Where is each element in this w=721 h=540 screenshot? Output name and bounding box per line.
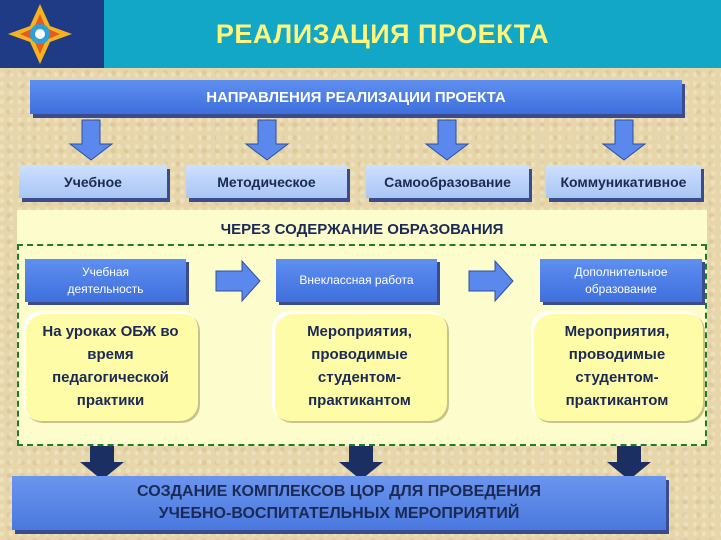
- direction-educational: Учебное: [19, 165, 167, 198]
- down-arrow-icon: [244, 119, 290, 161]
- detail-line: Мероприятия,: [564, 323, 670, 340]
- detail-line: На уроках ОБЖ во: [42, 323, 179, 340]
- content-title: ЧЕРЕЗ СОДЕРЖАНИЕ ОБРАЗОВАНИЯ: [220, 220, 504, 238]
- detail-line: практикантом: [565, 392, 669, 409]
- label-line: Внеклассная работа: [299, 273, 414, 287]
- detail-line: студентом-: [317, 369, 402, 386]
- direction-communicative: Коммуникативное: [546, 165, 701, 198]
- result-box: СОЗДАНИЕ КОМПЛЕКСОВ ЦОР ДЛЯ ПРОВЕДЕНИЯ У…: [12, 476, 666, 530]
- detail-line: педагогической: [52, 369, 169, 386]
- direction-self-education: Самообразование: [366, 165, 529, 198]
- detail-events-extracurricular: Мероприятия, проводимые студентом- практ…: [272, 311, 447, 421]
- down-arrow-icon: [80, 446, 124, 480]
- down-arrow-icon: [607, 446, 651, 480]
- page-title: РЕАЛИЗАЦИЯ ПРОЕКТА: [215, 18, 550, 49]
- detail-line: практики: [76, 392, 145, 409]
- detail-events-additional: Мероприятия, проводимые студентом- практ…: [531, 311, 703, 421]
- down-arrow-icon: [339, 446, 383, 480]
- down-arrow-icon: [68, 119, 114, 161]
- label-extracurricular: Внеклассная работа: [276, 259, 437, 302]
- right-arrow-icon: [215, 259, 261, 303]
- label-line: деятельность: [67, 281, 144, 296]
- detail-line: студентом-: [575, 369, 659, 386]
- label-additional-education: Дополнительное образование: [540, 259, 702, 302]
- right-arrow-icon: [468, 259, 514, 303]
- logo: [0, 0, 104, 68]
- result-arrows: [80, 446, 651, 480]
- directions-title: НАПРАВЛЕНИЯ РЕАЛИЗАЦИИ ПРОЕКТА: [30, 80, 682, 114]
- label-line: образование: [585, 281, 657, 296]
- down-arrow-icon: [424, 119, 470, 161]
- detail-line: время: [87, 346, 134, 363]
- label-academic-activity: Учебная деятельность: [25, 259, 186, 302]
- detail-lessons: На уроках ОБЖ во время педагогической пр…: [23, 311, 198, 421]
- direction-arrows: [68, 119, 647, 161]
- header-bar: [0, 0, 721, 68]
- down-arrow-icon: [601, 119, 647, 161]
- result-line: УЧЕБНО-ВОСПИТАТЕЛЬНЫХ МЕРОПРИЯТИЙ: [158, 505, 520, 522]
- detail-line: проводимые: [568, 346, 666, 363]
- result-line: СОЗДАНИЕ КОМПЛЕКСОВ ЦОР ДЛЯ ПРОВЕДЕНИЯ: [137, 483, 541, 500]
- detail-line: Мероприятия,: [307, 323, 412, 340]
- detail-line: проводимые: [311, 346, 408, 363]
- content-dashed-frame: [17, 244, 707, 446]
- detail-line: практикантом: [308, 392, 411, 409]
- direction-methodical: Методическое: [186, 165, 347, 198]
- emblem-icon: [0, 0, 104, 68]
- label-line: Учебная: [81, 264, 130, 279]
- label-line: Дополнительное: [574, 264, 668, 279]
